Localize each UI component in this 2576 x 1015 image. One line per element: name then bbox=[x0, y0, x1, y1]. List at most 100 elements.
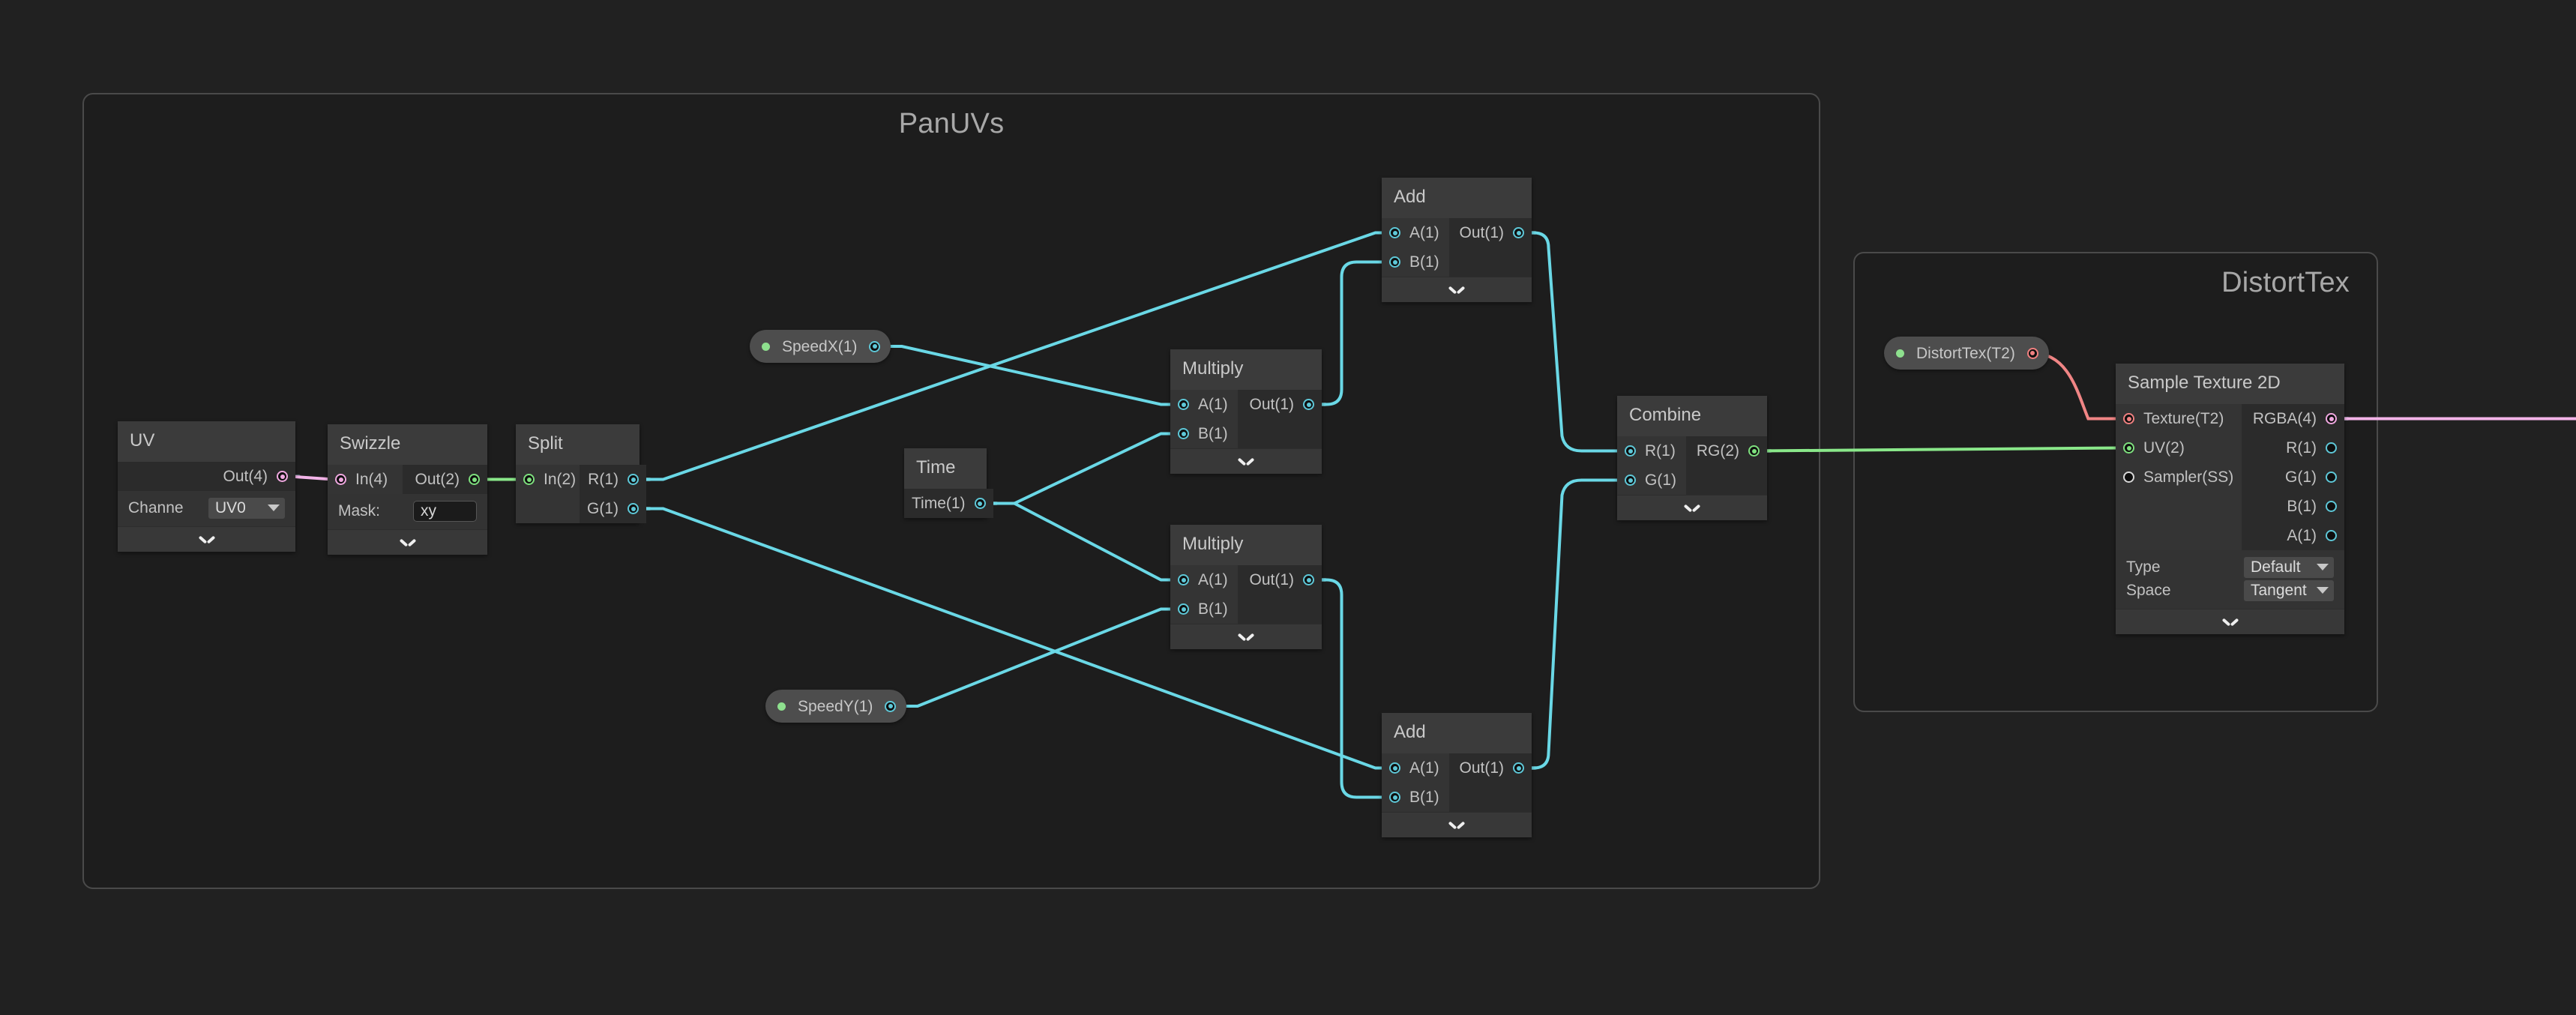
node-collapse-toggle-add-top[interactable] bbox=[1382, 277, 1532, 302]
input-port-row[interactable]: A(1) bbox=[1382, 753, 1449, 783]
node-collapse-toggle-multiply-top[interactable] bbox=[1170, 448, 1322, 474]
output-port-row[interactable]: Out(1) bbox=[1449, 218, 1532, 247]
port-dot-rgba4[interactable] bbox=[2326, 413, 2337, 424]
port-dot-r1[interactable] bbox=[628, 474, 639, 485]
output-port-row[interactable]: RGBA(4) bbox=[2242, 404, 2344, 433]
output-port-row[interactable]: Out(1) bbox=[1238, 390, 1322, 419]
port-dot-time1[interactable] bbox=[974, 498, 986, 509]
node-collapse-toggle-uv[interactable] bbox=[118, 526, 295, 552]
property-pill-distorttex-prop[interactable]: DistortTex(T2) bbox=[1884, 337, 2049, 370]
text-input-mask[interactable]: xy bbox=[413, 500, 477, 522]
input-port-row[interactable]: Texture(T2) bbox=[2116, 404, 2242, 433]
output-port-row[interactable]: Out(4) bbox=[118, 462, 295, 491]
node-collapse-toggle-add-bottom[interactable] bbox=[1382, 812, 1532, 837]
port-label: A(1) bbox=[1198, 571, 1228, 588]
port-dot-out1[interactable] bbox=[1513, 762, 1524, 774]
port-label: Out(1) bbox=[1249, 571, 1294, 588]
input-port-row[interactable]: UV(2) bbox=[2116, 433, 2242, 463]
dropdown-space[interactable]: Tangent bbox=[2244, 579, 2334, 601]
port-dot-out1[interactable] bbox=[1303, 574, 1314, 585]
port-dot-in4[interactable] bbox=[335, 474, 346, 485]
output-port-row[interactable]: Out(1) bbox=[1449, 753, 1532, 783]
port-dot-rg2[interactable] bbox=[1748, 445, 1760, 457]
input-port-row[interactable]: A(1) bbox=[1382, 218, 1449, 247]
input-port-row[interactable]: A(1) bbox=[1170, 565, 1238, 594]
node-ports-combine: R(1)G(1)RG(2) bbox=[1617, 436, 1767, 495]
output-port-row[interactable]: A(1) bbox=[2242, 521, 2344, 550]
port-dot-b1[interactable] bbox=[1389, 792, 1400, 803]
port-dot-out1[interactable] bbox=[1303, 399, 1314, 410]
port-label: A(1) bbox=[2287, 527, 2317, 544]
input-port-row[interactable]: Sampler(SS) bbox=[2116, 463, 2242, 492]
node-title-sample-texture-2d: Sample Texture 2D bbox=[2116, 364, 2344, 404]
setting-row: Mask:xy bbox=[338, 499, 477, 522]
dropdown-channe[interactable]: UV0 bbox=[208, 497, 285, 519]
output-port-row[interactable]: Time(1) bbox=[904, 489, 993, 518]
port-dot-g1[interactable] bbox=[2326, 472, 2337, 483]
port-dot-a1[interactable] bbox=[2326, 530, 2337, 541]
output-port-row[interactable]: Out(1) bbox=[1238, 565, 1322, 594]
setting-label: Channe bbox=[128, 500, 184, 516]
property-pill-speedy[interactable]: SpeedY(1) bbox=[765, 690, 907, 723]
property-pill-speedx[interactable]: SpeedX(1) bbox=[750, 330, 891, 363]
port-dot-a1[interactable] bbox=[1389, 762, 1400, 774]
port-dot-texturet2[interactable] bbox=[2123, 413, 2134, 424]
port-dot-r1[interactable] bbox=[1625, 445, 1636, 457]
port-dot-out2[interactable] bbox=[469, 474, 480, 485]
output-port-row[interactable]: G(1) bbox=[2242, 463, 2344, 492]
node-collapse-toggle-swizzle[interactable] bbox=[328, 529, 487, 555]
input-port-row[interactable]: In(2) bbox=[516, 465, 580, 494]
port-dot-a1[interactable] bbox=[1178, 574, 1189, 585]
input-port-row[interactable]: B(1) bbox=[1170, 419, 1238, 448]
input-port-row[interactable]: In(4) bbox=[328, 465, 403, 494]
output-port-row[interactable]: G(1) bbox=[580, 494, 646, 523]
node-collapse-toggle-combine[interactable] bbox=[1617, 495, 1767, 520]
port-dot-speedx-out[interactable] bbox=[869, 340, 881, 352]
port-dot-in2[interactable] bbox=[523, 474, 535, 485]
port-dot-b1[interactable] bbox=[1178, 603, 1189, 615]
port-dot-out4[interactable] bbox=[277, 471, 288, 482]
dropdown-type[interactable]: Default bbox=[2244, 556, 2334, 578]
port-dot-samplerss[interactable] bbox=[2123, 472, 2134, 483]
output-port-row[interactable]: R(1) bbox=[580, 465, 646, 494]
port-dot-b1[interactable] bbox=[2326, 501, 2337, 512]
input-port-row[interactable]: B(1) bbox=[1382, 783, 1449, 812]
input-port-row[interactable]: B(1) bbox=[1382, 247, 1449, 277]
port-dot-a1[interactable] bbox=[1178, 399, 1189, 410]
input-port-row[interactable]: G(1) bbox=[1617, 466, 1686, 495]
output-port-row[interactable]: R(1) bbox=[2242, 433, 2344, 463]
output-ports-combine: RG(2) bbox=[1686, 436, 1767, 495]
input-port-row[interactable]: B(1) bbox=[1170, 594, 1238, 624]
port-dot-uv2[interactable] bbox=[2123, 442, 2134, 454]
node-title-add-bottom: Add bbox=[1382, 713, 1532, 753]
output-port-row[interactable]: RG(2) bbox=[1686, 436, 1767, 466]
output-port-row[interactable]: Out(2) bbox=[403, 465, 487, 494]
output-port-row[interactable]: B(1) bbox=[2242, 492, 2344, 521]
node-collapse-toggle-sample-texture-2d[interactable] bbox=[2116, 609, 2344, 634]
port-dot-g1[interactable] bbox=[628, 503, 639, 514]
chevron-down-icon bbox=[1449, 286, 1464, 294]
input-port-row[interactable]: R(1) bbox=[1617, 436, 1686, 466]
port-dot-g1[interactable] bbox=[1625, 475, 1636, 486]
port-dot-b1[interactable] bbox=[1178, 428, 1189, 439]
port-dot-distorttex-prop-out[interactable] bbox=[2026, 347, 2038, 359]
node-collapse-toggle-multiply-bottom[interactable] bbox=[1170, 624, 1322, 649]
port-dot-r1[interactable] bbox=[2326, 442, 2337, 454]
input-port-row[interactable]: A(1) bbox=[1170, 390, 1238, 419]
port-dot-a1[interactable] bbox=[1389, 227, 1400, 238]
port-dot-out1[interactable] bbox=[1513, 227, 1524, 238]
port-dot-speedy-out[interactable] bbox=[885, 700, 897, 712]
port-dot-b1[interactable] bbox=[1389, 256, 1400, 268]
